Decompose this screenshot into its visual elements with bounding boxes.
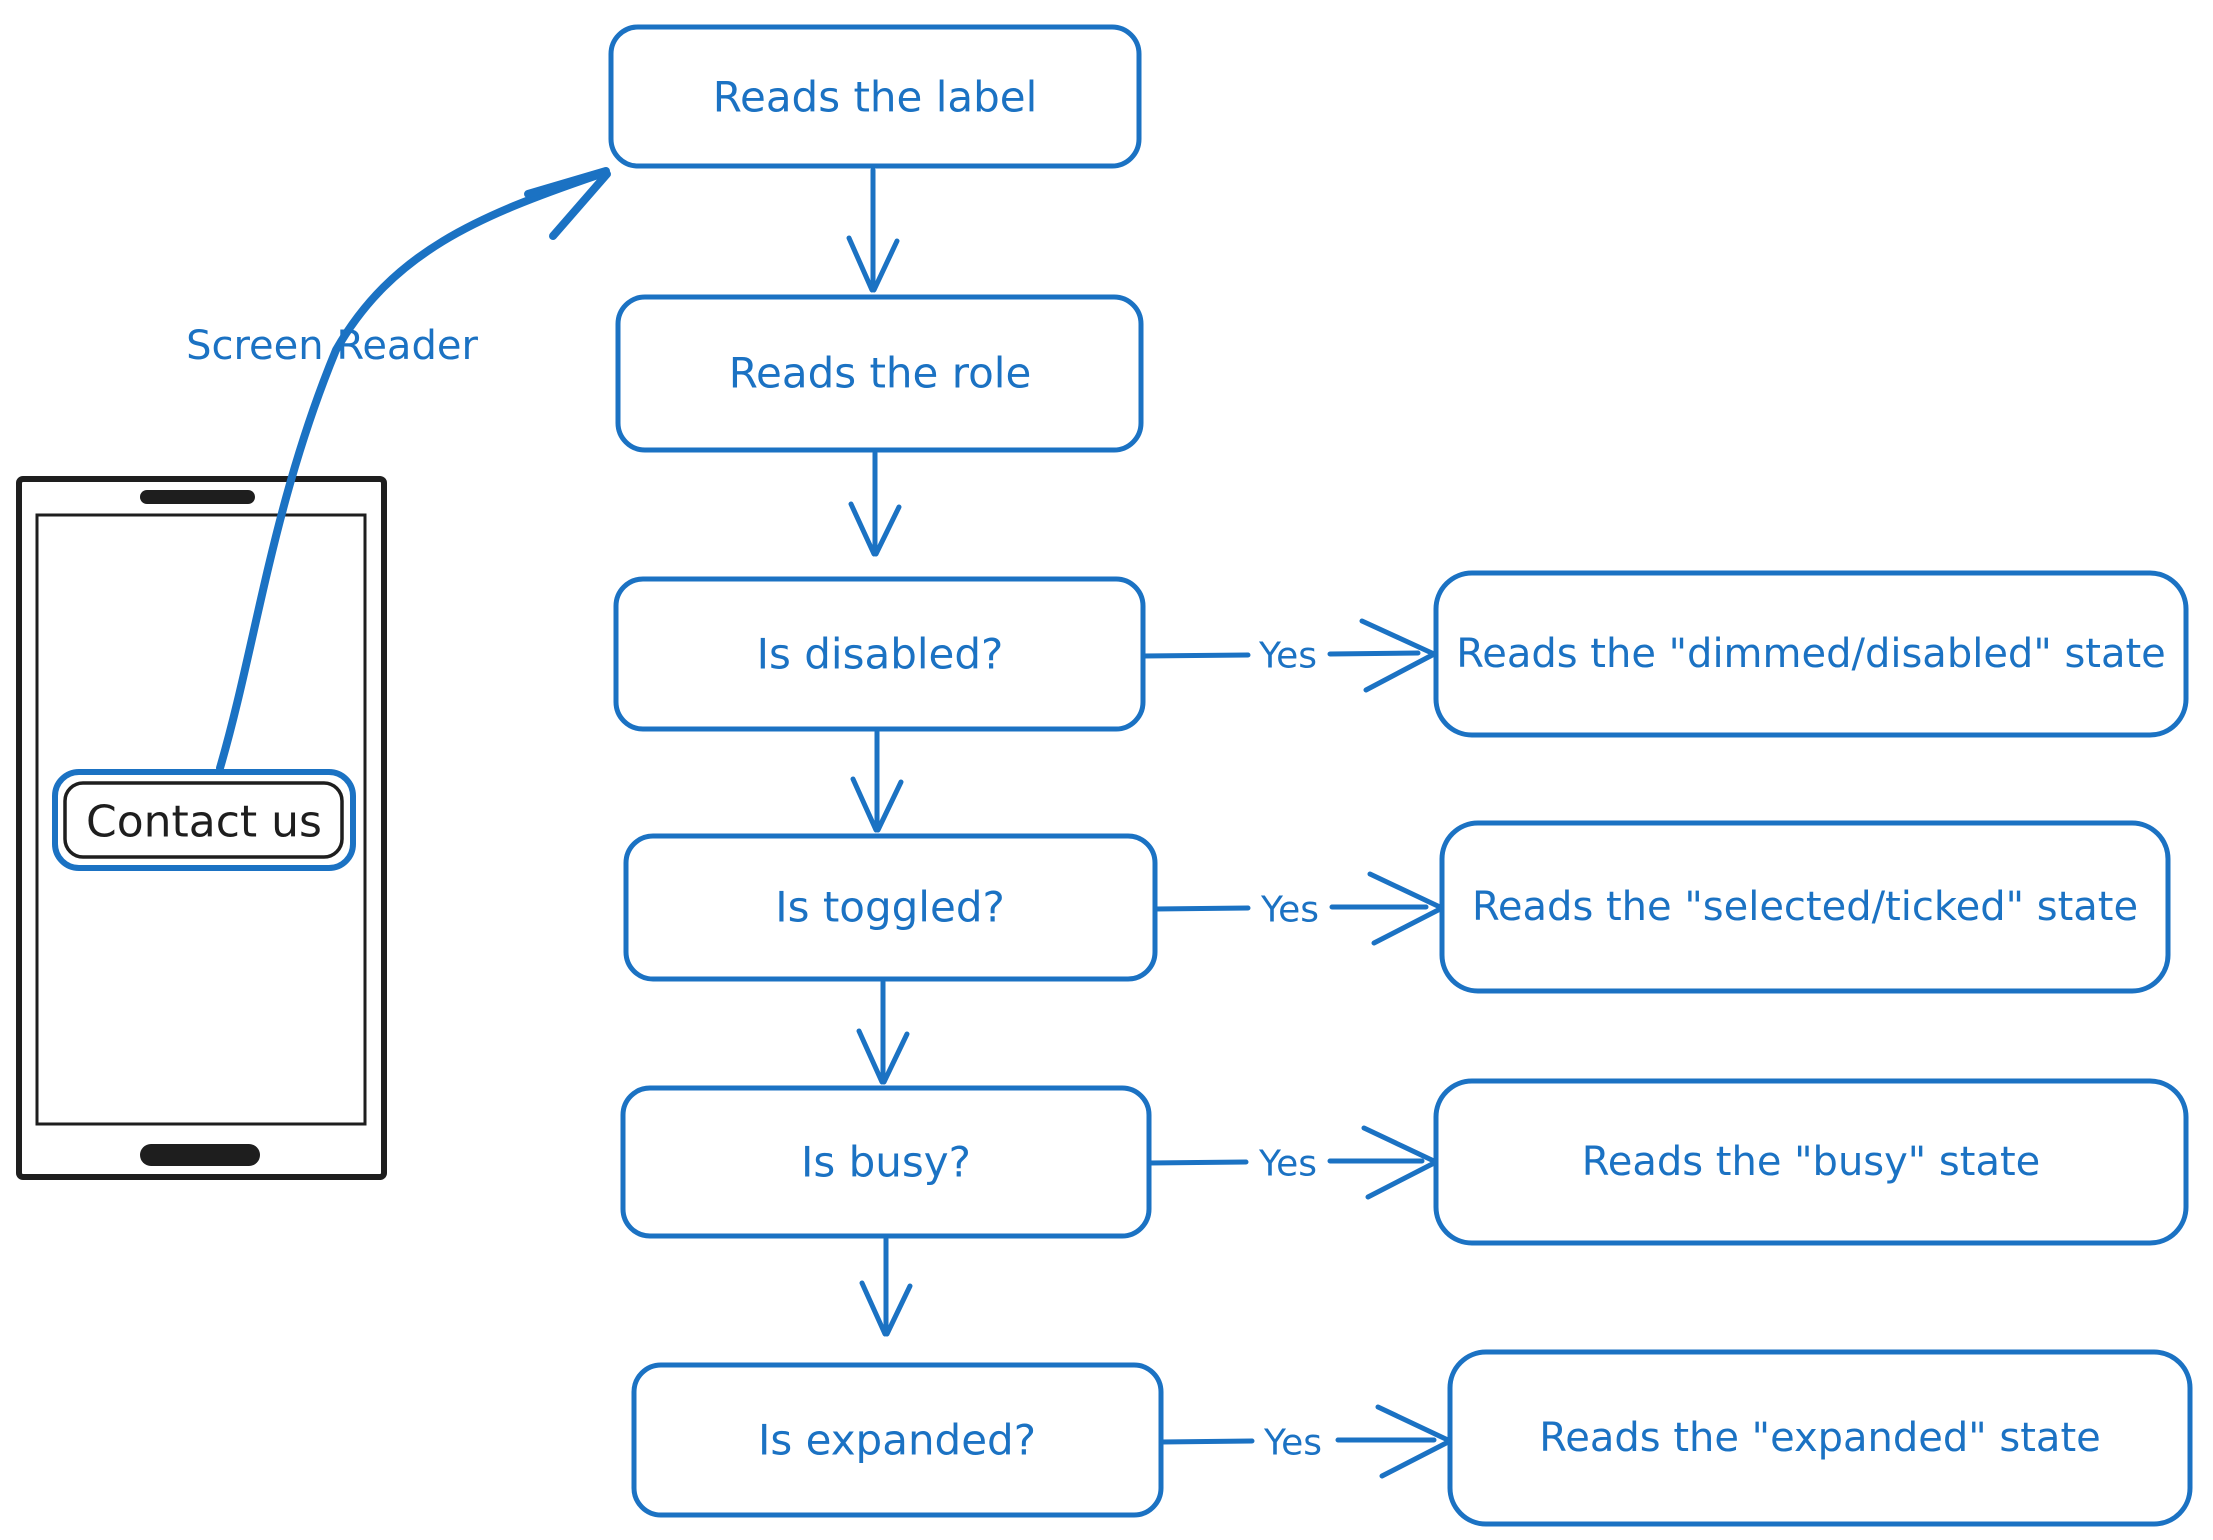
yes-edge-disabled: Yes: [1140, 618, 1441, 693]
reads-dimmed-disabled-box: [1433, 570, 2189, 738]
yes-label-disabled: Yes: [1258, 636, 1317, 677]
reads-selected-ticked-text: Reads the "selected/ticked" state: [1472, 884, 2138, 930]
yes-arrow-expanded-shaft: [1158, 1437, 1437, 1445]
flow-node-reads-label: Reads the label: [608, 24, 1142, 169]
is-expanded-text: Is expanded?: [758, 1416, 1036, 1465]
yes-arrow-toggled-head: [1367, 871, 1449, 946]
is-busy-text: Is busy?: [801, 1138, 971, 1187]
is-toggled-text: Is toggled?: [775, 883, 1005, 932]
yes-arrow-busy-head: [1361, 1125, 1443, 1200]
screen-reader-focus-ring: [52, 769, 356, 871]
screen-reader-arrow: [216, 167, 611, 772]
arrow-label-to-role: [846, 167, 900, 293]
reads-role-box: [615, 294, 1144, 453]
phone-frame: [16, 476, 387, 1180]
flow-node-reads-role: Reads the role: [615, 294, 1144, 453]
flow-node-reads-expanded-state: Reads the "expanded" state: [1447, 1349, 2193, 1527]
yes-arrow-disabled-head: [1359, 618, 1441, 693]
phone-speaker-bar: [140, 490, 255, 504]
yes-arrow-toggled-shaft: [1152, 904, 1429, 912]
yes-label-busy: Yes: [1258, 1144, 1317, 1185]
flow-node-is-toggled: Is toggled?: [623, 833, 1158, 982]
flow-node-is-busy: Is busy?: [620, 1085, 1152, 1239]
yes-label-toggled: Yes: [1260, 890, 1319, 931]
contact-us-button-outline: [63, 781, 344, 859]
yes-arrow-expanded-head: [1375, 1404, 1457, 1479]
yes-arrow-disabled-shaft: [1140, 650, 1421, 659]
flow-node-is-disabled: Is disabled?: [613, 576, 1146, 732]
screen-reader-arrow-shaft: [216, 171, 602, 772]
yes-edge-expanded: Yes: [1158, 1404, 1457, 1479]
flow-node-is-expanded: Is expanded?: [631, 1362, 1164, 1518]
yes-edge-busy: Yes: [1146, 1125, 1443, 1200]
screen-reader-label: Screen Reader: [186, 323, 478, 369]
reads-dimmed-disabled-text: Reads the "dimmed/disabled" state: [1456, 631, 2166, 677]
is-disabled-text: Is disabled?: [757, 630, 1004, 679]
phone-mockup: Contact us: [16, 476, 387, 1180]
yes-edge-toggled: Yes: [1152, 871, 1449, 946]
contact-us-button: Contact us: [52, 769, 356, 871]
reads-role-text: Reads the role: [729, 349, 1032, 398]
contact-us-button-label: Contact us: [86, 797, 322, 848]
phone-home-bar: [140, 1144, 260, 1166]
arrow-busy-to-expanded: [859, 1236, 913, 1337]
reads-label-text: Reads the label: [713, 73, 1038, 122]
flow-node-reads-busy-state: Reads the "busy" state: [1433, 1078, 2189, 1246]
reads-busy-box: [1433, 1078, 2189, 1246]
arrow-role-to-disabled: [848, 450, 902, 557]
reads-expanded-text: Reads the "expanded" state: [1539, 1415, 2100, 1461]
arrow-toggled-to-busy: [856, 979, 910, 1085]
yes-label-expanded: Yes: [1263, 1423, 1322, 1464]
flow-node-reads-dimmed-disabled-state: Reads the "dimmed/disabled" state: [1433, 570, 2189, 738]
reads-label-box: [608, 24, 1142, 169]
reads-selected-ticked-box: [1439, 820, 2171, 994]
screen-reader-arrow-head: [524, 167, 611, 240]
flow-node-reads-selected-ticked-state: Reads the "selected/ticked" state: [1439, 820, 2171, 994]
reads-busy-text: Reads the "busy" state: [1582, 1139, 2041, 1185]
reads-expanded-box: [1447, 1349, 2193, 1527]
phone-screen: [35, 513, 367, 1126]
arrow-disabled-to-toggled: [850, 729, 904, 833]
yes-arrow-busy-shaft: [1146, 1158, 1425, 1166]
